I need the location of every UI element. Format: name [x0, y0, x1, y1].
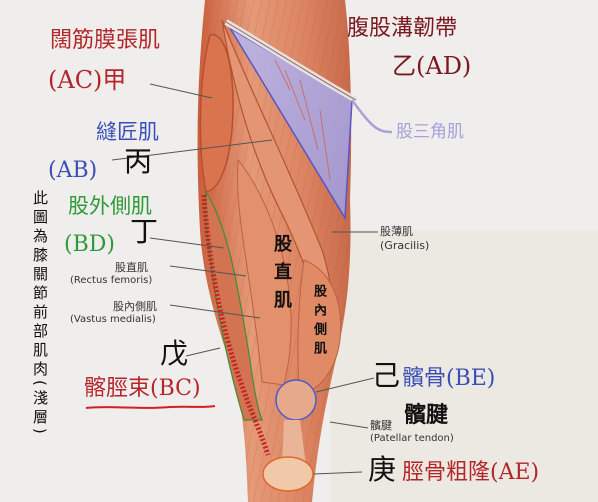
tibial-tuberosity-label: 脛骨粗隆(AE): [402, 460, 540, 485]
medialis-big-label: 股內側肌: [311, 284, 326, 360]
gracilis-en-label: (Gracilis): [380, 239, 430, 252]
triangle-vessels: [274, 59, 331, 181]
rectus-big-label: 股直肌: [271, 234, 292, 318]
vastus-lateralis-label: 股外側肌: [68, 194, 152, 218]
patella-label: 髕骨(BE): [402, 366, 496, 391]
sartorius-code: (AB): [48, 158, 98, 183]
patellar-tendon-en-label: (Patellar tendon): [370, 433, 454, 444]
femoral-triangle-label: 股三角肌: [396, 122, 464, 142]
side-note: 此圖為膝關節前部肌肉(淺層): [31, 190, 49, 438]
leader-lines: [111, 83, 378, 475]
tuberosity-stem: 庚: [368, 453, 397, 486]
bc-underline: [85, 405, 216, 409]
inguinal-ligament-code: 乙(AD): [392, 52, 472, 80]
tfl-code: (AC)甲: [48, 66, 127, 94]
gracilis-cn-label: 股薄肌: [380, 225, 413, 238]
sartorius-stem: 丙: [124, 145, 153, 178]
vastus-lateralis-stem: 丁: [130, 215, 159, 248]
iliotibial-band: [201, 194, 271, 456]
rectus-en-label: (Rectus femoris): [70, 275, 153, 286]
text-panel-bg: [330, 230, 598, 502]
medialis-cn-label: 股內側肌: [113, 300, 157, 313]
vastus-lateralis-muscle: [204, 190, 263, 421]
tibial-tuberosity-circle: [262, 456, 314, 492]
vastus-medialis-muscle: [297, 259, 342, 396]
tensor-fasciae-latae-muscle: [199, 34, 234, 193]
patella-stem: 己: [372, 359, 401, 392]
medialis-en-label: (Vastus medialis): [70, 314, 156, 325]
rectus-cn-label: 股直肌: [115, 261, 148, 274]
tfl-label: 闊筋膜張肌: [50, 28, 161, 53]
triangle-leader: [350, 99, 393, 134]
vastus-lateralis-code: (BD): [64, 232, 115, 257]
femoral-triangle: [230, 28, 352, 218]
rectus-femoris-muscle: [236, 158, 292, 386]
sartorius-label: 縫匠肌: [96, 120, 159, 144]
patella-circle: [275, 379, 317, 421]
inguinal-ligament-label: 腹股溝韌帶: [347, 16, 458, 41]
iliotibial-band-label: 髂脛束(BC): [84, 376, 201, 401]
patellar-tendon-big-label: 髕腱: [404, 402, 449, 428]
patellar-tendon: [282, 420, 306, 465]
patellar-tendon-cn-label: 髕腱: [370, 419, 392, 432]
iliotibial-stem: 戊: [160, 337, 189, 370]
